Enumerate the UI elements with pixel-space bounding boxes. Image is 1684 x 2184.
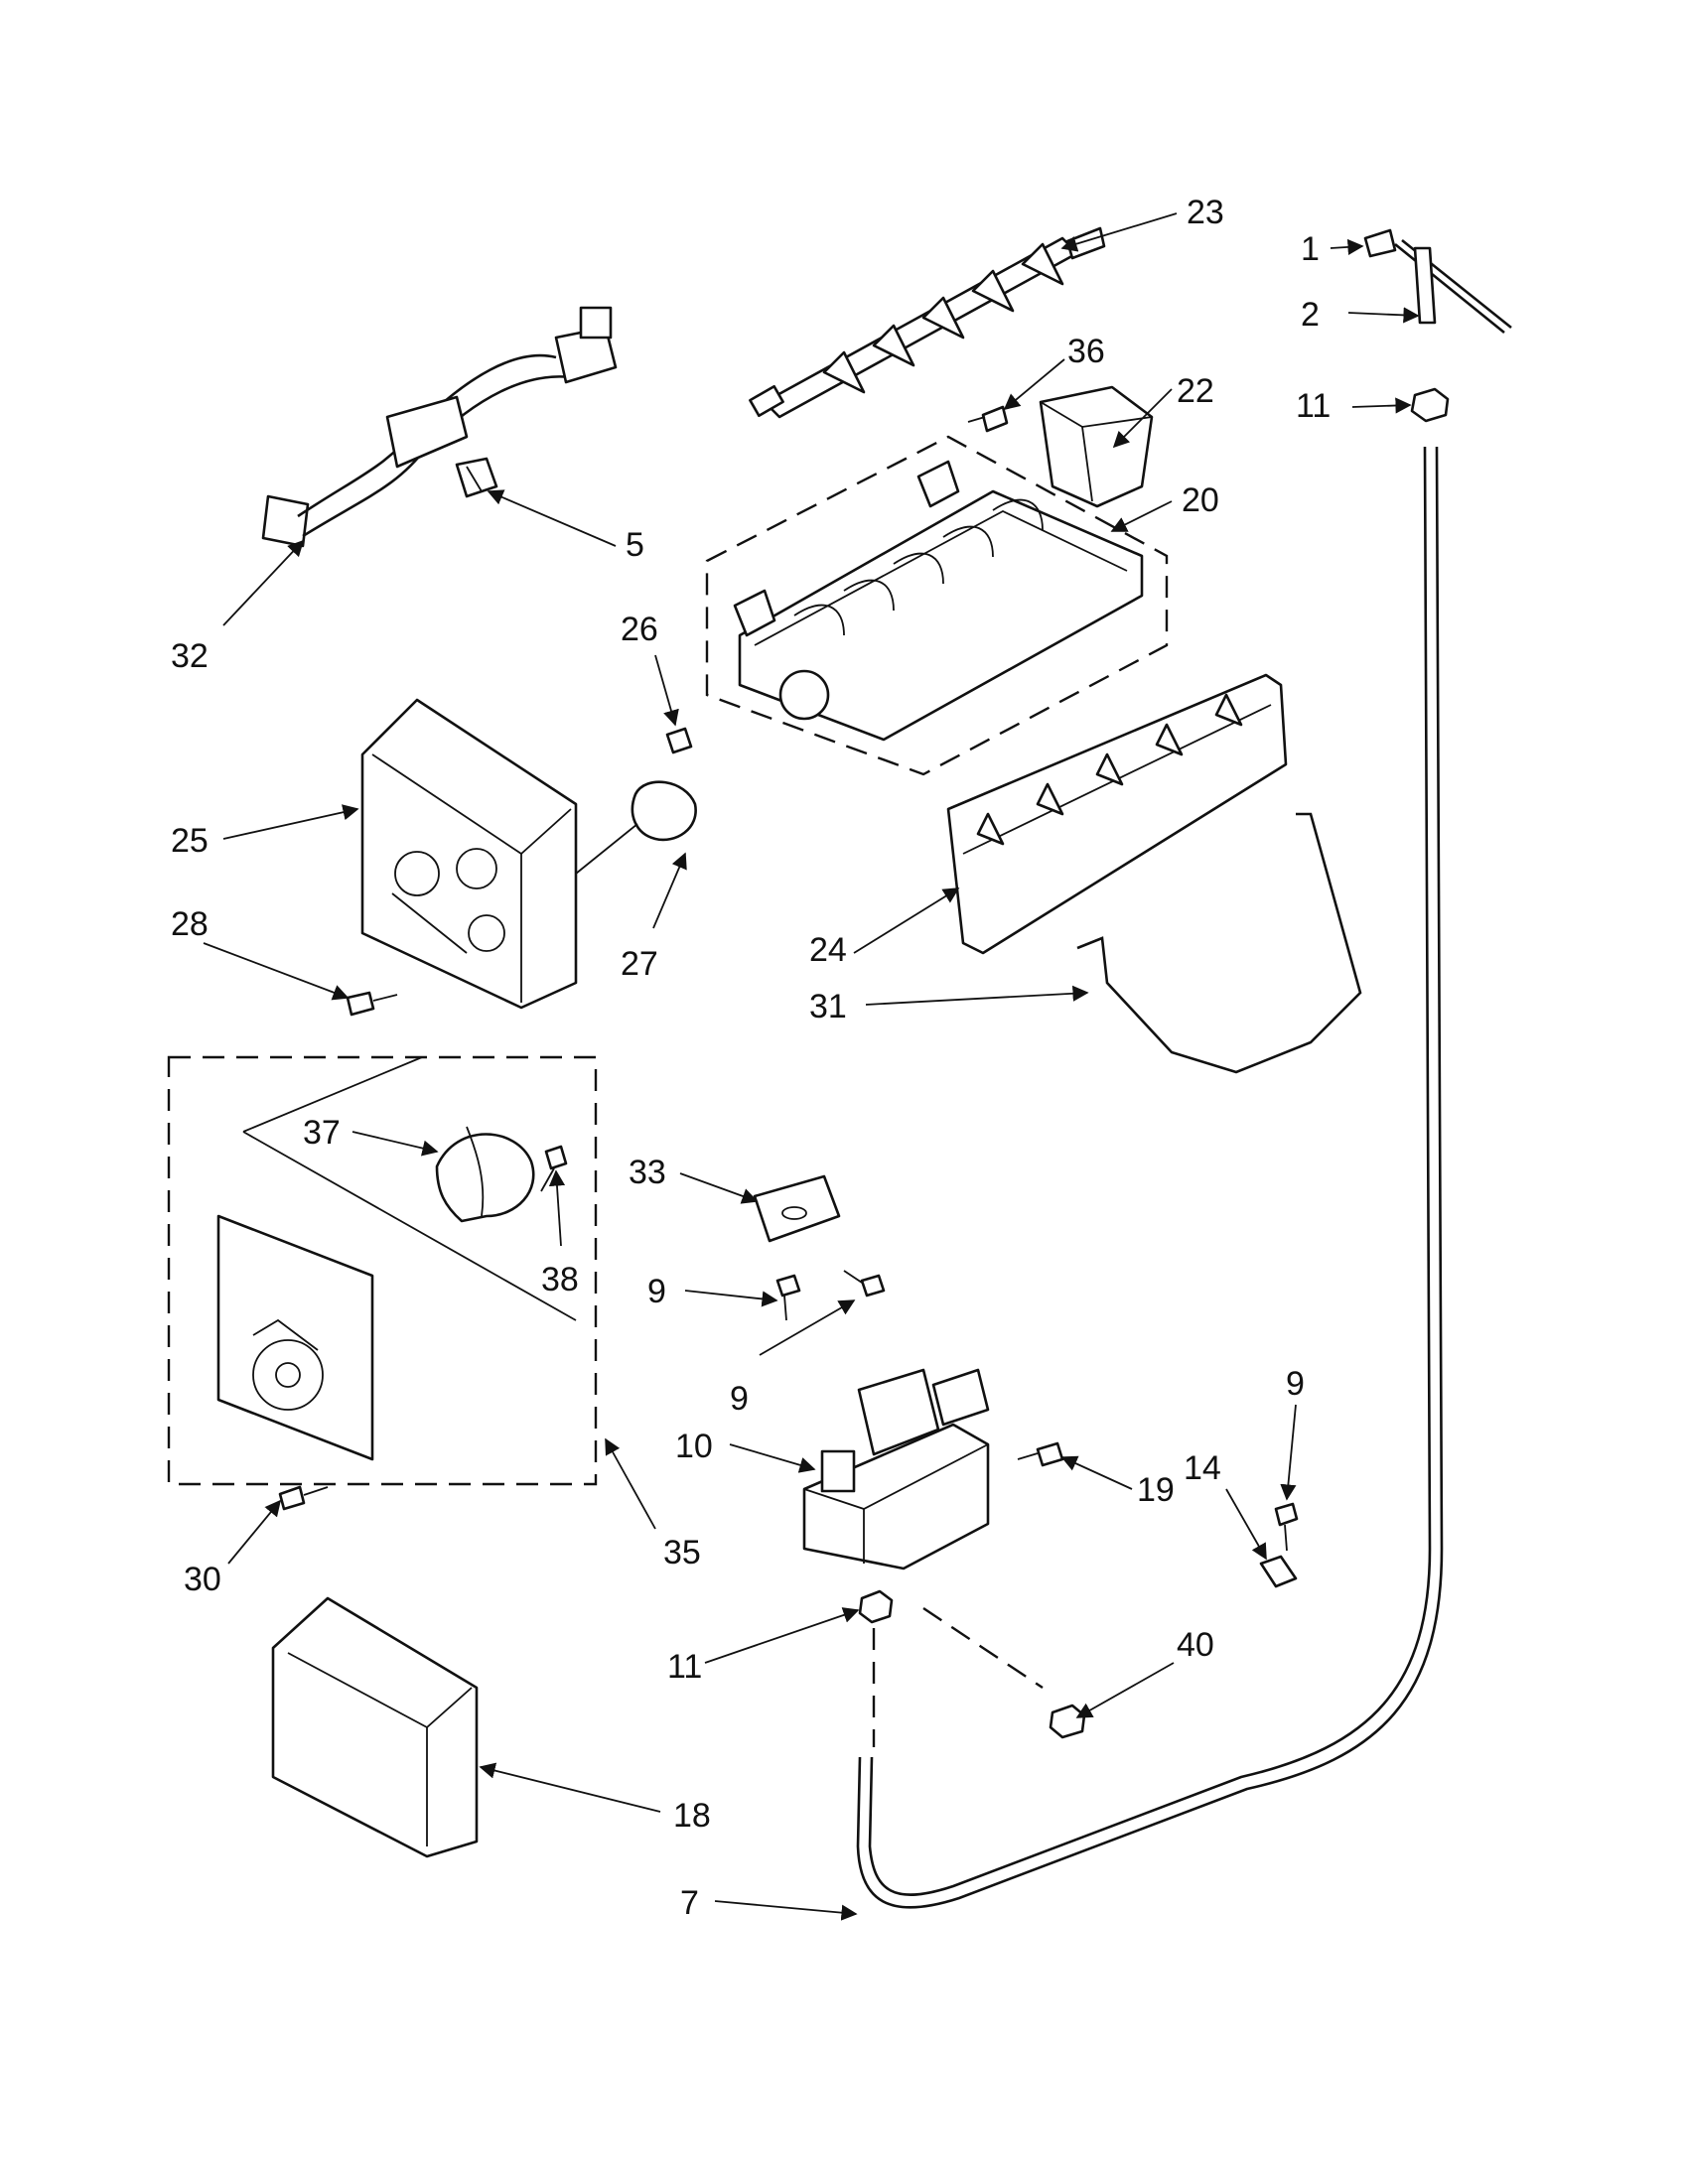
callout-24: 24: [809, 931, 847, 969]
callout-10: 10: [675, 1428, 713, 1465]
callout-7: 7: [680, 1884, 699, 1922]
leader-lines: [203, 212, 1420, 1921]
callout-38: 38: [541, 1261, 579, 1298]
nut-11b-part: [858, 1589, 894, 1747]
motor-part: [435, 1126, 535, 1223]
callout-28: 28: [171, 905, 209, 943]
callout-31: 31: [809, 988, 847, 1025]
callout-35: 35: [663, 1534, 701, 1571]
callout-20: 20: [1182, 481, 1219, 519]
callout-labels: 1 2 11 23 36 22 20 5 32 26 25 27 28 24 3…: [171, 194, 1331, 1922]
callout-33: 33: [629, 1154, 666, 1191]
callout-9-right: 9: [1286, 1365, 1305, 1403]
harness-clip-part: [455, 457, 498, 498]
shutoff-arm-part: [1076, 812, 1362, 1074]
screw-19-part: [1017, 1441, 1064, 1467]
insulation-part: [271, 1596, 479, 1858]
ice-mold-part: [705, 435, 1169, 776]
fill-cup-part: [1039, 385, 1154, 508]
callout-32: 32: [171, 637, 209, 675]
screw-9c-part: [1274, 1502, 1299, 1552]
callout-11-lower: 11: [667, 1648, 702, 1686]
callout-19: 19: [1137, 1471, 1175, 1509]
screw-28-part: [346, 991, 398, 1017]
ejector-part: [749, 226, 1106, 419]
callout-25: 25: [171, 822, 209, 860]
screw-36-part: [967, 405, 1009, 433]
motor-kit-part: [167, 1055, 598, 1486]
callout-30: 30: [184, 1561, 221, 1598]
water-valve-part: [802, 1368, 990, 1570]
callout-18: 18: [673, 1797, 711, 1835]
screw-38-part: [540, 1145, 568, 1192]
nut-40-part: [922, 1607, 1086, 1739]
callout-37: 37: [303, 1114, 341, 1152]
callout-9-middle: 9: [730, 1380, 749, 1418]
screw-30-part: [278, 1485, 329, 1511]
stripper-part: [946, 673, 1288, 955]
thermostat-clip-part: [665, 727, 693, 754]
callout-1: 1: [1301, 230, 1320, 268]
valve-cover-part: [753, 1174, 841, 1243]
callout-23: 23: [1187, 194, 1224, 231]
callout-2: 2: [1301, 296, 1320, 334]
thermostat-part: [575, 780, 697, 875]
callout-11-upper: 11: [1296, 387, 1331, 425]
nut-11a-part: [1410, 387, 1450, 423]
inlet-fitting-part: [1363, 228, 1512, 335]
wire-harness-part: [261, 306, 618, 548]
screw-9b-part: [843, 1270, 886, 1297]
water-tube-part: [856, 446, 1444, 1909]
callout-40: 40: [1177, 1626, 1214, 1664]
screw-9a-part: [775, 1274, 801, 1321]
callout-26: 26: [621, 611, 658, 648]
callout-14: 14: [1184, 1449, 1221, 1487]
control-housing-part: [360, 698, 578, 1010]
callout-22: 22: [1177, 372, 1214, 410]
callout-36: 36: [1067, 333, 1105, 370]
callout-9-left: 9: [647, 1273, 666, 1310]
callout-27: 27: [621, 945, 658, 983]
tube-clamp-part: [1259, 1555, 1298, 1588]
callout-5: 5: [626, 526, 644, 564]
